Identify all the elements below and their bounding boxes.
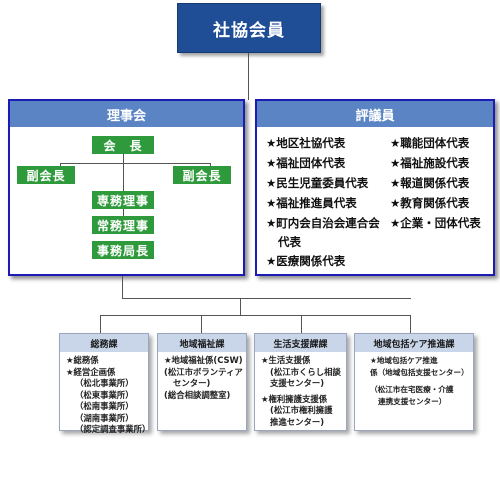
council-header-label: 評議員 [355, 108, 395, 124]
dept-general-affairs-title: 総務課 [60, 334, 148, 352]
council-item-left-2: ★福祉団体代表 [266, 156, 346, 170]
dept-line: (松江市くらし相談 [270, 366, 341, 377]
dept-line: (松江市ボランティア [164, 366, 243, 377]
dept-line: 連携支援センター） [378, 396, 447, 406]
board-header-label: 理事会 [106, 108, 146, 124]
dept-line: （認定調査事業所） [75, 424, 151, 434]
council-item-right-2: ★福祉施設代表 [390, 156, 470, 170]
vice-chair-left-label: 副会長 [26, 168, 66, 183]
connector-dept-1 [100, 315, 101, 333]
dept-line: センター) [173, 378, 211, 388]
vice-chair-right-box: 副会長 [173, 166, 231, 184]
dept-line: ★生活支援係 [261, 355, 311, 365]
dept-community-welfare-title: 地域福祉課 [158, 334, 246, 352]
council-item-right-3: ★報道関係代表 [390, 176, 470, 190]
dept-line: （松東事業所） [75, 389, 134, 400]
dept-line: ★地域福祉係(CSW) [164, 355, 243, 365]
dept-integrated-care: 地域包括ケア推進課 ★地域包括ケア推進 係（地域包括支援センター） （松江市在宅… [354, 333, 474, 431]
connector-dept-2 [201, 315, 202, 333]
connector-dept-4 [410, 315, 411, 333]
council-item-left-5: ★町内会自治会連合会 [266, 216, 380, 230]
executive-director-label: 専務理事 [96, 193, 149, 208]
dept-line: ★権利擁護支援係 [261, 393, 328, 404]
vice-chair-right-label: 副会長 [182, 168, 222, 183]
dept-line: （松北事業所） [75, 378, 134, 388]
council-item-left-5-cont: 代表 [278, 235, 301, 249]
dept-line: (松江市権利擁護 [270, 405, 333, 415]
dept-line: ★経営企画係 [66, 366, 116, 377]
council-item-right-4: ★教育関係代表 [390, 196, 470, 210]
dept-integrated-care-title: 地域包括ケア推進課 [355, 334, 473, 352]
dept-line: （松江市在宅医療・介護 [370, 385, 454, 394]
members-box: 社協会員 [177, 3, 321, 53]
dept-line: ★地域包括ケア推進 [370, 356, 438, 365]
executive-director-box: 専務理事 [92, 191, 154, 209]
secretary-general-box: 事務局長 [92, 241, 154, 259]
connector-board-down [122, 276, 123, 298]
dept-line: ★総務係 [66, 355, 99, 365]
dept-line: （松南事業所） [75, 401, 134, 411]
members-title: 社協会員 [213, 20, 285, 41]
vice-chair-left-box: 副会長 [17, 166, 75, 184]
connector-dept-hline [100, 315, 411, 316]
dept-line: 係（地域包括支援センター） [370, 367, 469, 377]
dept-life-support-title: 生活支援課課 [255, 334, 346, 352]
board-line-horizontal [60, 163, 210, 164]
council-item-right-1: ★職能団体代表 [390, 136, 470, 150]
chair-label: 会 長 [103, 138, 143, 153]
council-item-left-3: ★民生児童委員代表 [266, 176, 369, 190]
council-item-right-5: ★企業・団体代表 [390, 216, 481, 230]
dept-line: 推進センター) [270, 416, 325, 427]
managing-director-label: 常務理事 [96, 218, 149, 233]
council-panel: 評議員 [255, 99, 495, 276]
council-header: 評議員 [257, 101, 493, 127]
board-header: 理事会 [10, 101, 243, 127]
dept-life-support: 生活支援課課 ★生活支援係 (松江市くらし相談 支援センター) ★権利擁護支援係… [254, 333, 347, 431]
council-item-left-6: ★医療関係代表 [266, 254, 346, 268]
connector-mid [240, 298, 241, 315]
dept-line: （湖南事業所） [75, 412, 134, 423]
managing-director-box: 常務理事 [92, 216, 154, 234]
council-item-left-1: ★地区社協代表 [266, 136, 346, 150]
connector-dept-horizontal [122, 298, 411, 299]
council-item-left-4: ★福祉推進員代表 [266, 196, 357, 210]
dept-general-affairs: 総務課 ★総務係 ★経営企画係 （松北事業所） （松東事業所） （松南事業所） … [59, 333, 150, 434]
secretary-general-label: 事務局長 [96, 243, 149, 258]
board-line-vice-left [60, 163, 61, 168]
dept-line: (総合相談調整室) [164, 389, 231, 400]
connector-dept-3 [301, 315, 302, 333]
dept-community-welfare: 地域福祉課 ★地域福祉係(CSW) (松江市ボランティア センター) (総合相談… [157, 333, 247, 431]
board-line-vice-right [210, 163, 211, 168]
dept-line: 支援センター) [270, 378, 325, 388]
chair-box: 会 長 [92, 136, 154, 154]
connector-top-vertical [248, 53, 249, 100]
